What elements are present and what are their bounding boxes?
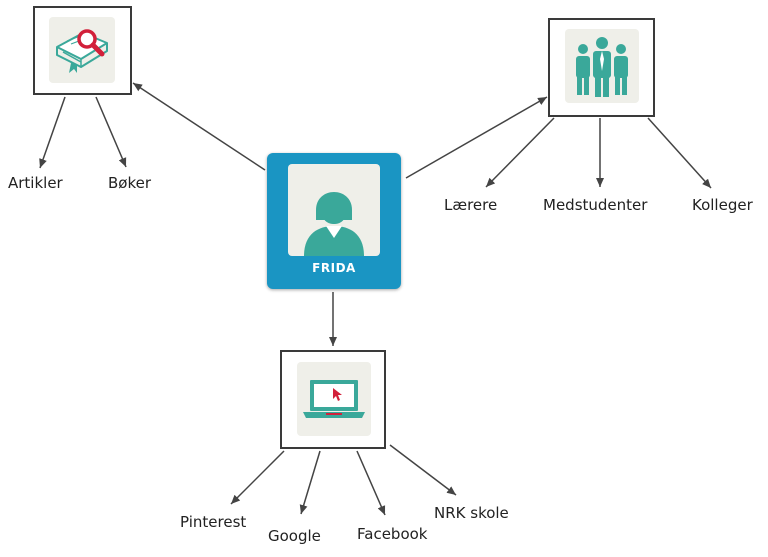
people-tile	[565, 29, 639, 103]
arrow-to-artikler	[39, 96, 66, 169]
people-icon	[576, 37, 628, 97]
label-artikler: Artikler	[8, 174, 63, 192]
label-kolleger: Kolleger	[692, 196, 753, 214]
people-node[interactable]	[548, 18, 655, 117]
label-google: Google	[268, 527, 321, 545]
label-medstudenter: Medstudenter	[543, 196, 648, 214]
arrow-to-laerere	[485, 117, 555, 188]
arrow-to-facebook	[356, 450, 386, 516]
book-search-icon	[56, 29, 108, 73]
arrow-to-nrk-skole	[389, 444, 457, 496]
internet-tile	[297, 362, 371, 436]
label-pinterest: Pinterest	[180, 513, 247, 531]
frida-node[interactable]: FRIDA	[267, 153, 401, 289]
arrow-to-literature	[132, 82, 266, 171]
literature-node[interactable]	[33, 6, 132, 95]
arrow-to-pinterest	[230, 450, 285, 505]
label-laerere: Lærere	[444, 196, 498, 214]
label-nrk-skole: NRK skole	[434, 504, 509, 522]
laptop-icon	[303, 380, 365, 418]
label-facebook: Facebook	[357, 525, 428, 543]
arrow-to-people	[405, 96, 548, 179]
arrow-to-google	[299, 450, 321, 515]
frida-avatar	[288, 164, 380, 256]
arrow-to-boker	[95, 96, 127, 168]
label-boker: Bøker	[108, 174, 152, 192]
literature-tile	[49, 17, 115, 83]
internet-node[interactable]	[280, 350, 386, 449]
frida-name: FRIDA	[312, 261, 356, 275]
woman-avatar-icon	[304, 192, 364, 256]
arrow-to-kolleger	[647, 117, 712, 189]
